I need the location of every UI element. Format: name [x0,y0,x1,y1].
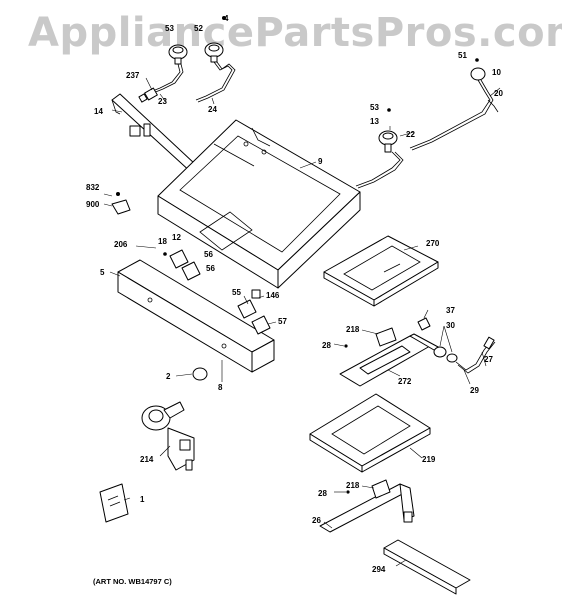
callout-23: 23 [158,97,167,106]
callout-51: 51 [458,51,467,60]
callout-146: 146 [266,291,280,300]
burner-tube-272 [339,327,441,387]
callout-27: 27 [484,355,493,364]
valve-brackets-55-57 [237,289,271,335]
callout-30: 30 [446,321,455,330]
art-number: (ART NO. WB14797 C) [93,577,172,586]
callout-294: 294 [372,565,386,574]
callout-26: 26 [312,516,321,525]
callout-9: 9 [318,157,323,166]
callout-270: 270 [426,239,440,248]
orifice-fittings-30 [417,317,496,374]
callout-219: 219 [422,455,436,464]
callout-1: 1 [140,495,145,504]
callout-2: 2 [166,372,171,381]
callout-53b: 53 [370,103,379,112]
callout-52: 52 [194,24,203,33]
burner-tube-26 [319,479,415,533]
callout-24: 24 [208,105,217,114]
callout-12: 12 [172,233,181,242]
callout-53: 53 [165,24,174,33]
watermark-logo: AppliancePartsPros.com [28,10,562,56]
valve-brackets-12-56 [163,249,201,281]
callout-56a: 56 [204,250,213,259]
burner-pan-219 [309,393,431,473]
callout-272: 272 [398,377,412,386]
orifice-237 [138,87,158,103]
callout-237: 237 [126,71,140,80]
callout-22: 22 [406,130,415,139]
callout-55: 55 [232,288,241,297]
burner-head-52 [168,44,188,65]
burner-pan-270 [323,235,439,307]
callout-10: 10 [492,68,501,77]
burner-head-10 [378,58,486,153]
valve-assembly-214 [141,401,195,471]
burner-box-9 [157,119,361,289]
callout-14: 14 [94,107,103,116]
callout-28a: 28 [322,341,331,350]
manifold-panel-5 [117,259,275,373]
callout-5: 5 [100,268,105,277]
callout-832: 832 [86,183,100,192]
callout-214: 214 [140,455,154,464]
callout-218a: 218 [346,325,360,334]
gas-tube-20-22 [355,79,499,189]
callout-18: 18 [158,237,167,246]
callout-56b: 56 [206,264,215,273]
callout-20: 20 [494,89,503,98]
knob-2 [192,367,208,381]
callout-4: 4 [224,14,229,23]
callout-29: 29 [470,386,479,395]
callout-28b: 28 [318,489,327,498]
callout-8: 8 [218,383,223,392]
burner-head-4 [204,16,226,63]
gas-tube-23-24 [149,61,236,103]
callout-13: 13 [370,117,379,126]
callout-57: 57 [278,317,287,326]
callout-900: 900 [86,200,100,209]
callout-218b: 218 [346,481,360,490]
literature-booklet-1 [99,483,129,523]
callout-37: 37 [446,306,455,315]
burner-support-294 [383,539,471,595]
callout-206: 206 [114,240,128,249]
callout-labels: 4 52 53 237 14 23 24 9 51 10 20 53 13 22… [86,14,503,574]
leader-lines [103,77,501,567]
bracket-900 [111,192,131,215]
